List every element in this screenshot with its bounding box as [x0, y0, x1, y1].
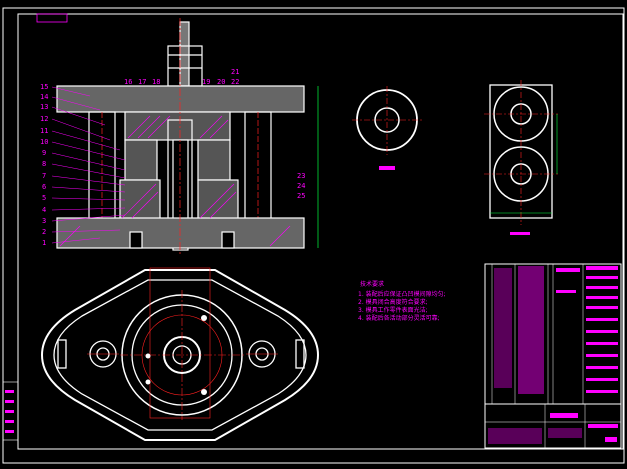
sheet-border-outer [2, 7, 625, 464]
section-hatching [59, 115, 291, 247]
margin-stamp [2, 381, 19, 441]
title-block [484, 403, 622, 449]
part-number-17: 17 [138, 78, 146, 86]
part-number-22: 22 [231, 78, 239, 86]
part-number-18: 18 [152, 78, 160, 86]
part-number-13: 13 [40, 103, 48, 111]
tech-req-line-4: 4. 装配后各活动部分灵活可靠; [358, 314, 440, 322]
leader-lines-left [51, 86, 126, 244]
block-detail-view [484, 80, 558, 225]
part-number-8: 8 [42, 160, 46, 168]
tech-req-line-1: 1. 装配后应保证凸凹模间隙均匀; [358, 290, 446, 298]
part-number-2: 2 [42, 228, 46, 236]
part-number-12: 12 [40, 115, 48, 123]
part-number-7: 7 [42, 172, 46, 180]
part-numbers-right: 23 24 25 [297, 172, 305, 200]
frame-mark [36, 13, 68, 23]
part-number-15: 15 [40, 83, 48, 91]
part-number-4: 4 [42, 206, 46, 214]
part-number-5: 5 [42, 194, 46, 202]
part-numbers-left: 15 14 13 12 11 10 9 8 7 6 5 4 3 2 1 [40, 83, 48, 247]
part-number-19: 19 [202, 78, 210, 86]
washer-detail-view [352, 86, 422, 155]
part-number-21: 21 [231, 68, 239, 76]
front-section-view [56, 21, 305, 251]
part-number-10: 10 [40, 138, 48, 146]
part-number-20: 20 [217, 78, 225, 86]
plan-view-construction [87, 267, 278, 420]
tech-req-line-3: 3. 模具工作零件表面光洁; [358, 306, 428, 314]
part-number-16: 16 [124, 78, 132, 86]
tech-req-title: 技术要求 [360, 280, 384, 288]
tech-req-line-2: 2. 模具闭合高度符合要求; [358, 298, 428, 306]
block-label-mark [510, 232, 530, 235]
part-number-11: 11 [40, 127, 48, 135]
washer-label-mark [379, 166, 395, 170]
part-number-1: 1 [42, 239, 46, 247]
plan-view-pins [145, 315, 207, 395]
part-number-25: 25 [297, 192, 305, 200]
part-numbers-top: 16 17 18 19 20 21 22 [124, 68, 239, 86]
sheet-border-inner [17, 13, 624, 450]
part-number-9: 9 [42, 149, 46, 157]
part-number-23: 23 [297, 172, 305, 180]
part-number-3: 3 [42, 217, 46, 225]
part-number-24: 24 [297, 182, 305, 190]
parts-list-table [484, 263, 622, 405]
technical-requirements: 技术要求 1. 装配后应保证凸凹模间隙均匀; 2. 模具闭合高度符合要求; 3.… [358, 280, 446, 322]
part-number-6: 6 [42, 183, 46, 191]
part-number-14: 14 [40, 93, 48, 101]
